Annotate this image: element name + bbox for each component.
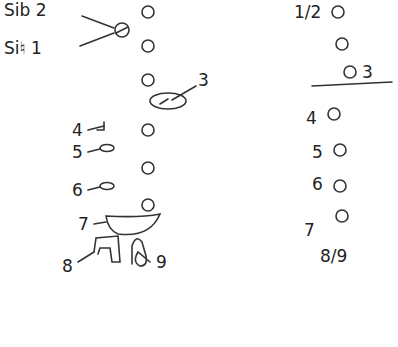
key-8 — [78, 236, 120, 262]
callout-number: 3 — [362, 64, 373, 81]
callout-number: 1/2 — [294, 4, 321, 21]
key-3 — [150, 86, 196, 109]
key-5 — [88, 145, 114, 153]
callout-number: 6 — [72, 182, 83, 199]
key-6 — [88, 183, 114, 191]
note-label: Sib 2 — [4, 2, 47, 19]
callout-number: 3 — [198, 72, 209, 89]
callout-number: 7 — [78, 216, 89, 233]
tone-holes — [312, 6, 392, 222]
callout-number: 5 — [72, 144, 83, 161]
key-9 — [132, 239, 150, 266]
note-label: Si♮ 1 — [4, 40, 42, 57]
key-4 — [88, 122, 104, 130]
callout-number: 4 — [306, 110, 317, 127]
callout-number: 4 — [72, 122, 83, 139]
callout-number: 6 — [312, 176, 323, 193]
callout-number: 8 — [62, 258, 73, 275]
thumb-hole — [80, 16, 129, 46]
callout-number: 5 — [312, 144, 323, 161]
callout-number: 7 — [304, 222, 315, 239]
key-7 — [94, 214, 160, 235]
callout-number: 8/9 — [320, 248, 347, 265]
callout-number: 9 — [156, 254, 167, 271]
tone-holes — [142, 6, 154, 211]
